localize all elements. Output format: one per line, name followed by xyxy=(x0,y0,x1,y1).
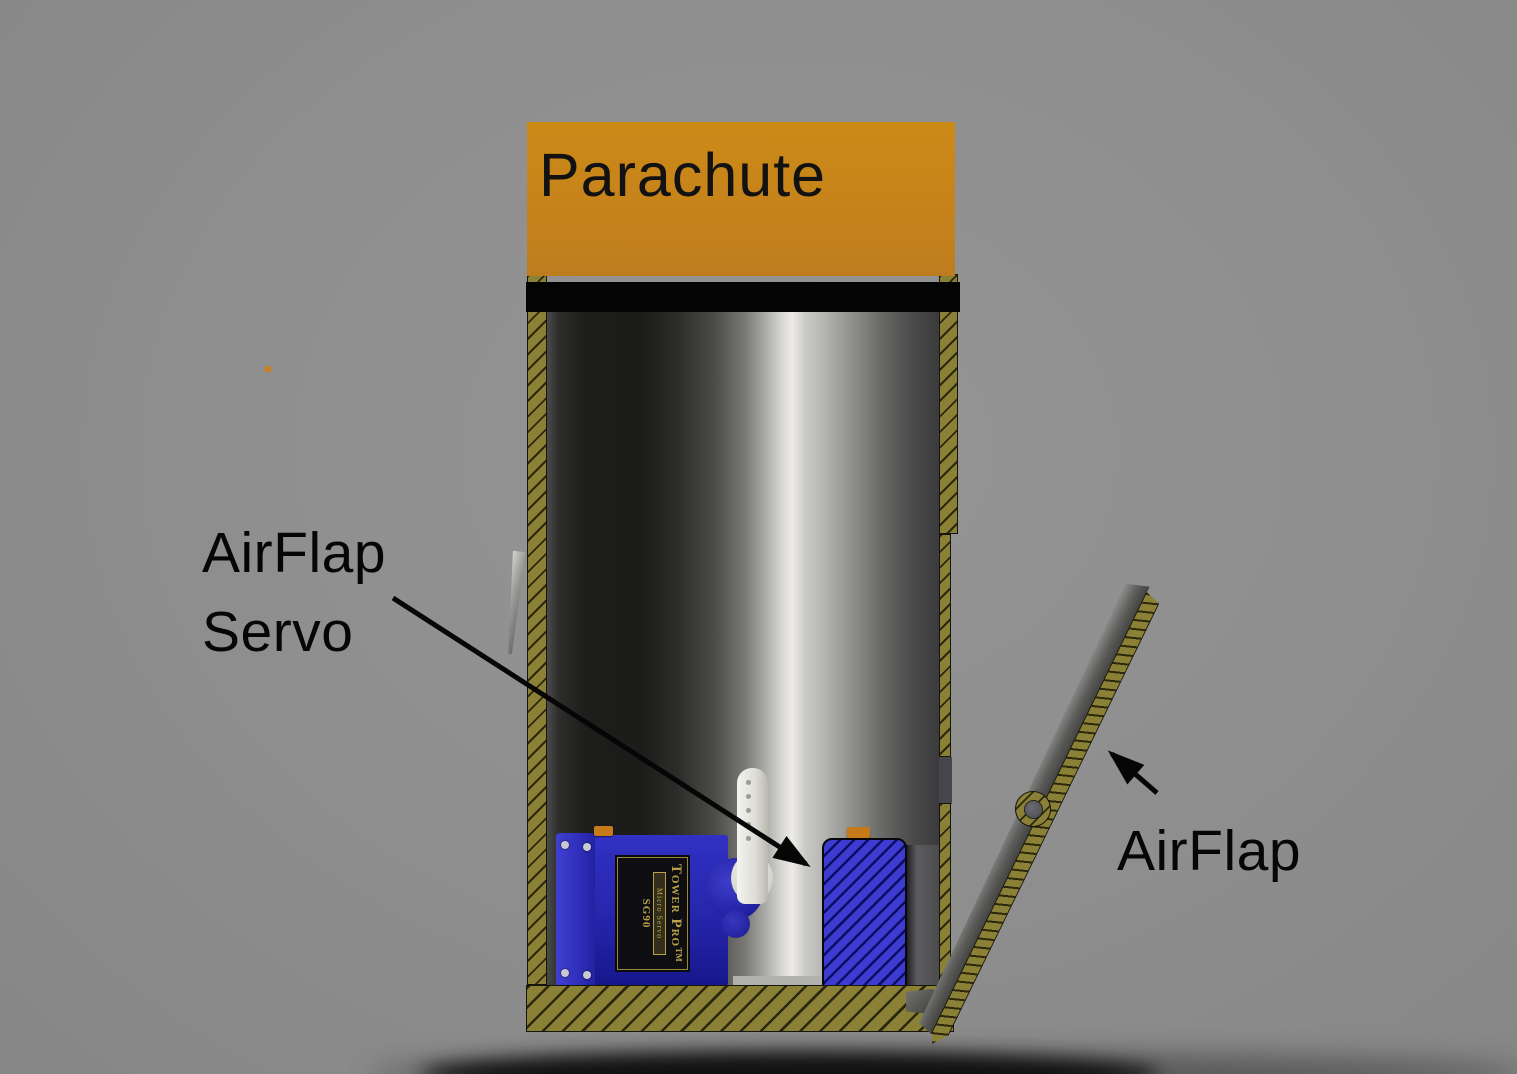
body-right-wall-upper xyxy=(939,274,958,534)
servo-screw xyxy=(561,969,569,977)
servo-model: SG90 xyxy=(640,898,652,929)
airflap-servo-label-line2: Servo xyxy=(202,599,354,664)
servo-wire-clip xyxy=(594,826,613,836)
horn-hole xyxy=(746,780,751,785)
servo-screw xyxy=(561,841,569,849)
body-left-wall xyxy=(527,274,547,985)
render-artifact-speck xyxy=(265,366,271,372)
bulkhead-band xyxy=(526,282,960,312)
horn-hole xyxy=(746,836,751,841)
servo-mount-flange xyxy=(556,833,595,987)
servo-screw xyxy=(583,843,591,851)
airflap-label: AirFlap xyxy=(1117,819,1302,883)
servo-bracket xyxy=(905,845,939,991)
servo-series: Micro Servo xyxy=(653,872,666,955)
section-wire-clip xyxy=(847,827,870,838)
servo-horn xyxy=(737,768,768,904)
servo-gear-secondary xyxy=(722,910,750,938)
airflap-annotation-arrow xyxy=(1107,750,1159,795)
servo-label-sticker: Tower Pro™ Micro Servo SG90 xyxy=(617,857,688,970)
airflap-slot xyxy=(938,757,952,804)
ground-shadow xyxy=(420,1052,1160,1074)
horn-hole xyxy=(746,822,751,827)
body-right-wall-mid xyxy=(939,534,951,757)
left-airflap-edge xyxy=(500,550,528,654)
airflap-servo-label-line1: AirFlap xyxy=(202,521,387,585)
airflap-servo-cross-section xyxy=(822,838,907,991)
servo-brand: Tower Pro™ xyxy=(668,863,684,964)
airflap-servo-label: AirFlap Servo xyxy=(202,514,386,671)
horn-hole xyxy=(746,808,751,813)
parachute-label: Parachute xyxy=(539,141,827,209)
parachute-block: Parachute xyxy=(527,122,955,276)
base-bulkhead xyxy=(526,985,954,1032)
interior-floor xyxy=(733,976,908,987)
hinge-pin xyxy=(1024,800,1043,819)
servo-screw xyxy=(583,971,591,979)
servo-label-text: Tower Pro™ Micro Servo SG90 xyxy=(618,858,687,969)
horn-hole xyxy=(746,794,751,799)
body-right-wall-lower xyxy=(939,803,951,985)
